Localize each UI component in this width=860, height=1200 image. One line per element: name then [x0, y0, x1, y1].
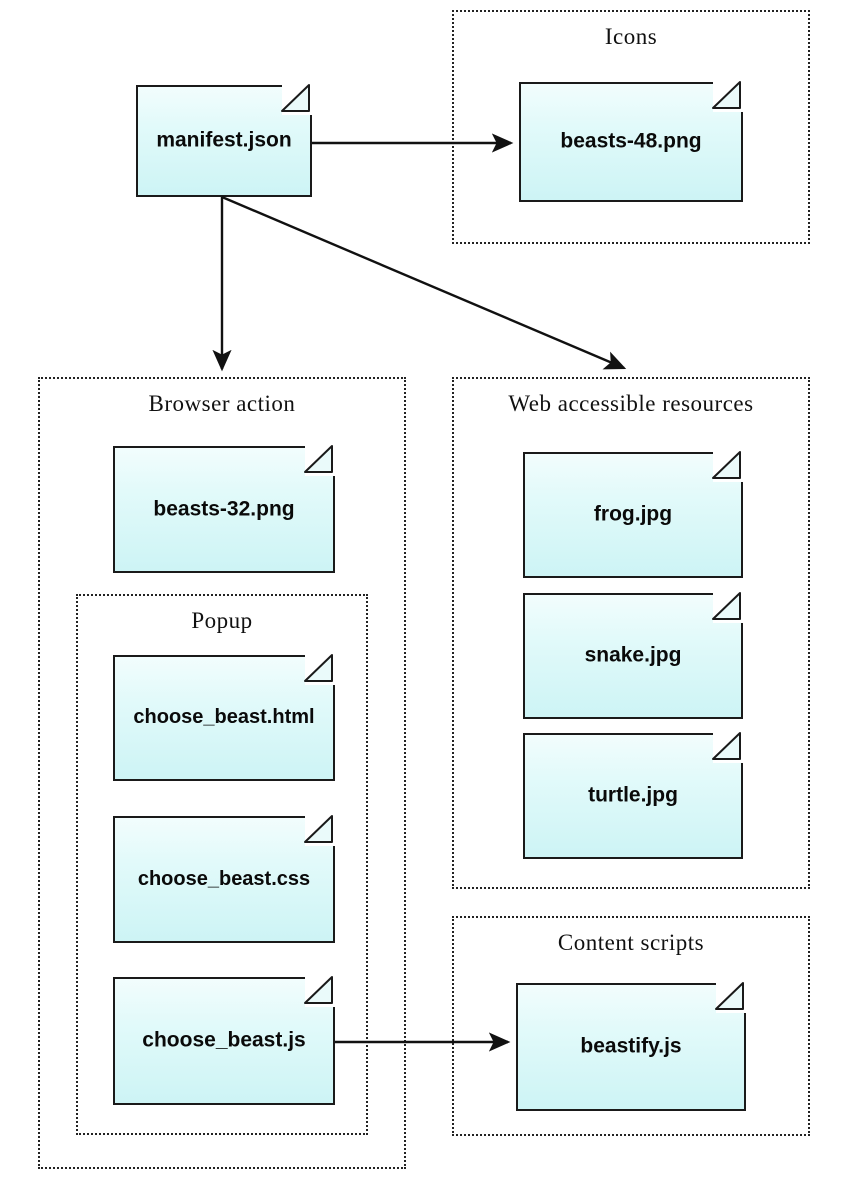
- group-popup: Popup: [76, 594, 368, 1135]
- file-node-choose-beast-js[interactable]: choose_beast.js: [113, 976, 335, 1105]
- group-label-popup: Popup: [191, 608, 253, 633]
- file-node-turtle-jpg[interactable]: turtle.jpg: [523, 732, 743, 859]
- file-shape: [516, 983, 746, 1111]
- file-shape: [113, 816, 335, 943]
- group-label-browser-action: Browser action: [148, 391, 296, 416]
- file-node-label: snake.jpg: [584, 643, 682, 667]
- folded-corner-icon: [712, 592, 741, 620]
- group-web-accessible-resources: Web accessible resources: [452, 377, 810, 889]
- file-node-label: choose_beast.css: [137, 867, 311, 890]
- group-label-content-scripts: Content scripts: [557, 930, 705, 955]
- file-shape: [113, 977, 335, 1105]
- folded-corner-icon: [304, 976, 333, 1004]
- file-node-label: beasts-32.png: [153, 497, 295, 521]
- folded-corner-icon: [304, 815, 333, 843]
- folded-corner-icon: [715, 982, 744, 1010]
- file-shape: [523, 733, 743, 859]
- file-node-label: choose_beast.js: [142, 1028, 306, 1052]
- file-node-snake-jpg[interactable]: snake.jpg: [523, 592, 743, 719]
- file-shape: [519, 82, 743, 202]
- file-node-frog-jpg[interactable]: frog.jpg: [523, 451, 743, 578]
- group-label-icons: Icons: [604, 24, 658, 49]
- file-node-label: frog.jpg: [593, 502, 673, 526]
- folded-corner-icon: [712, 451, 741, 479]
- file-node-choose-beast-html[interactable]: choose_beast.html: [113, 654, 335, 781]
- file-node-manifest-json[interactable]: manifest.json: [136, 84, 312, 197]
- file-shape: [113, 655, 335, 781]
- file-shape: [523, 452, 743, 578]
- folded-corner-icon: [304, 654, 333, 682]
- folded-corner-icon: [281, 84, 310, 112]
- group-browser-action: Browser action: [38, 377, 406, 1169]
- group-label-web-accessible-resources: Web accessible resources: [508, 391, 754, 416]
- file-node-beasts-32-png[interactable]: beasts-32.png: [113, 445, 335, 573]
- folded-corner-icon: [304, 445, 333, 473]
- file-node-label: turtle.jpg: [588, 783, 678, 807]
- file-node-beasts-48-png[interactable]: beasts-48.png: [519, 81, 743, 202]
- file-node-label: beasts-48.png: [560, 129, 702, 153]
- file-node-label: choose_beast.html: [133, 706, 315, 729]
- group-content-scripts: Content scripts: [452, 916, 810, 1136]
- file-node-beastify-js[interactable]: beastify.js: [516, 982, 746, 1111]
- folded-corner-icon: [712, 732, 741, 760]
- group-icons: Icons: [452, 10, 810, 244]
- file-shape: [523, 593, 743, 719]
- file-node-label: manifest.json: [156, 128, 292, 152]
- file-shape: [113, 446, 335, 573]
- file-node-choose-beast-css[interactable]: choose_beast.css: [113, 815, 335, 943]
- file-node-label: beastify.js: [580, 1034, 682, 1058]
- folded-corner-icon: [712, 81, 741, 109]
